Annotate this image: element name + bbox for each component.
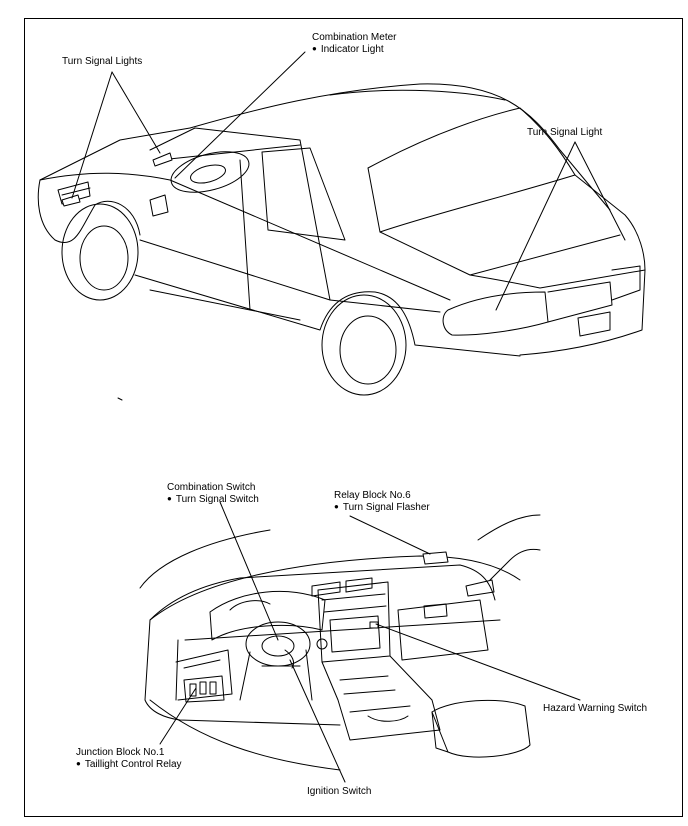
label-turn-signal-lights: Turn Signal Lights [62, 56, 143, 67]
dashboard-illustration [139, 514, 541, 771]
label-junction-block: Junction Block No.1 [76, 747, 165, 758]
label-combination-switch: Combination Switch [167, 482, 256, 493]
label-turn-signal-light: Turn Signal Light [527, 127, 603, 138]
label-ignition-switch: Ignition Switch [307, 786, 372, 797]
diagram-frame [24, 18, 683, 817]
label-combination-meter: Combination Meter [312, 32, 397, 43]
label-turn-signal-flasher: Turn Signal Flasher [334, 502, 430, 514]
label-relay-block: Relay Block No.6 [334, 490, 411, 501]
label-turn-signal-switch: Turn Signal Switch [167, 494, 259, 506]
label-taillight-control-relay: Taillight Control Relay [76, 759, 182, 771]
car-illustration [37, 83, 646, 401]
label-indicator-light: Indicator Light [312, 44, 384, 56]
leader-lines [71, 51, 626, 783]
label-hazard-warning-switch: Hazard Warning Switch [543, 703, 648, 714]
